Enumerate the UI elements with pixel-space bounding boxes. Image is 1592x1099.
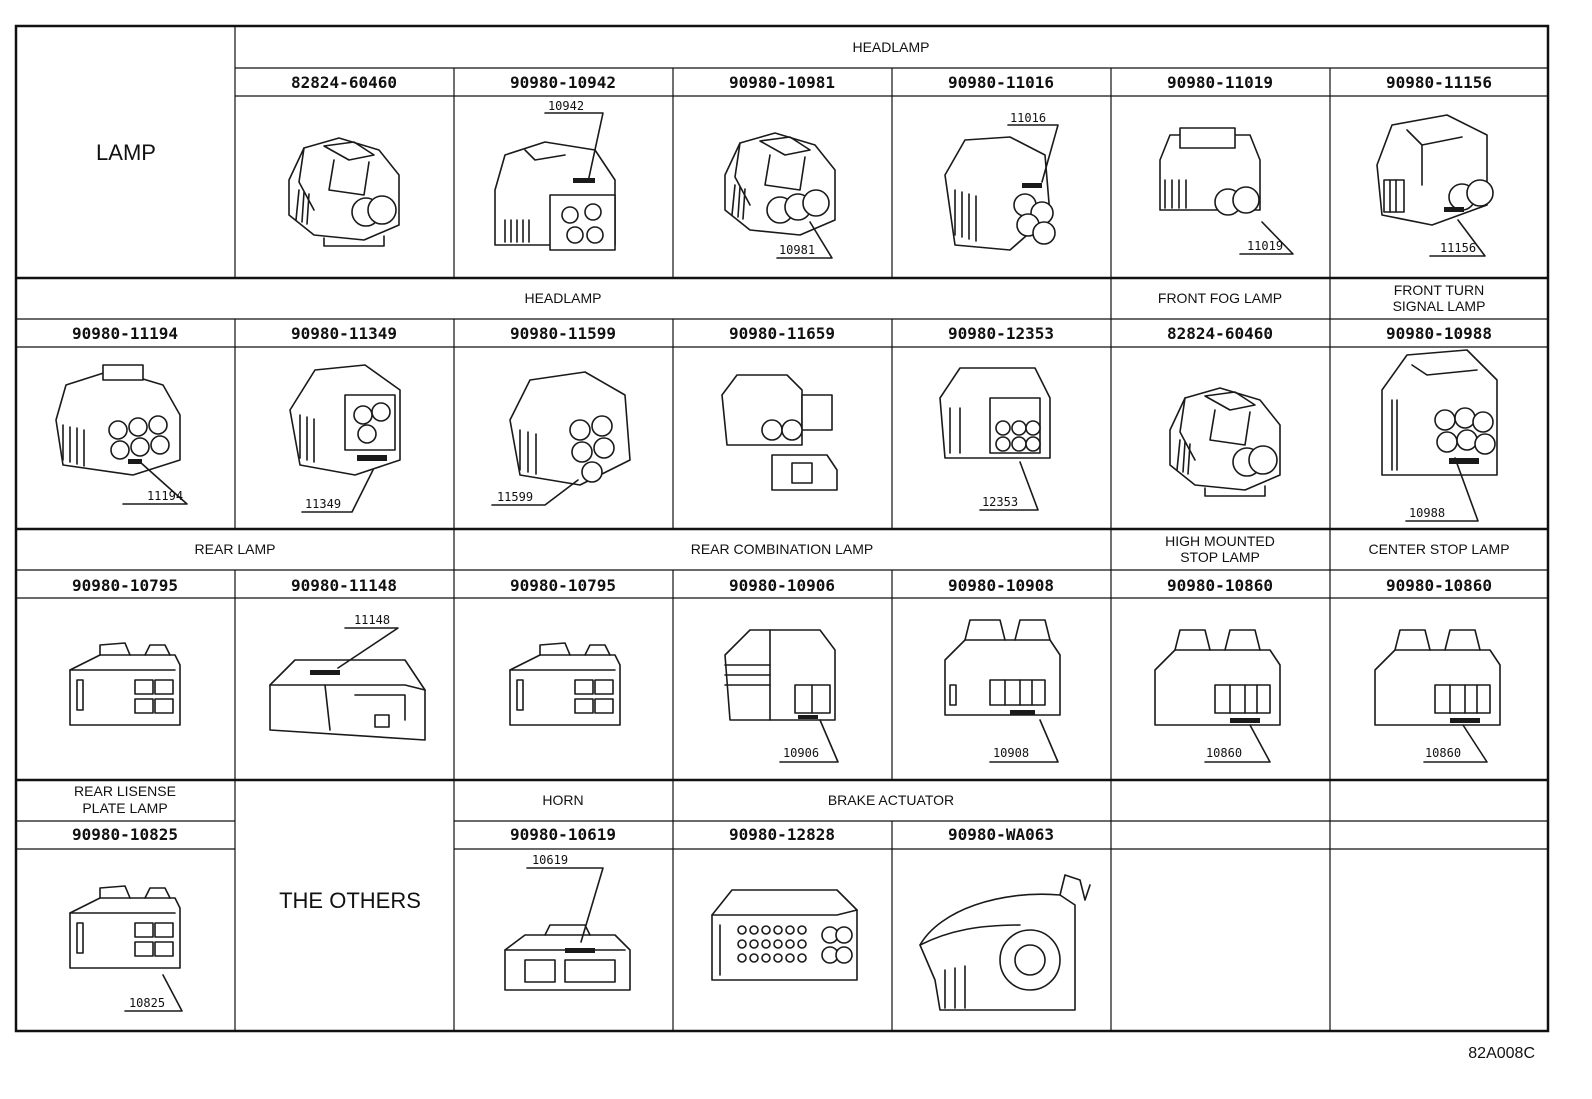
section-header-high-mounted-stop-lamp: STOP LAMP (1180, 549, 1260, 565)
section-header-brake-actuator: BRAKE ACTUATOR (828, 792, 954, 808)
section-header-rear-license-plate-lamp: PLATE LAMP (82, 800, 167, 816)
callout-label: 10942 (548, 99, 584, 113)
connector-drawing (919, 874, 1091, 1011)
connector-drawing (939, 367, 1051, 459)
part-number: 90980-11349 (291, 324, 397, 343)
connector-drawing (504, 924, 631, 991)
connector-drawing (1169, 387, 1281, 497)
part-number: 90980-10860 (1167, 576, 1273, 595)
part-number: 90980-10988 (1386, 324, 1492, 343)
part-number: 90980-11194 (72, 324, 178, 343)
part-number: 90980-10942 (510, 73, 616, 92)
section-header-headlamp: HEADLAMP (852, 39, 929, 55)
part-number: 90980-WA063 (948, 825, 1054, 844)
callout-label: 11016 (1010, 111, 1046, 125)
connector-drawing (288, 137, 400, 247)
connector-drawing (1159, 127, 1261, 216)
part-number: 90980-12353 (948, 324, 1054, 343)
part-number: 90980-10981 (729, 73, 835, 92)
connector-drawing (69, 642, 181, 726)
part-number: 90980-10825 (72, 825, 178, 844)
connector-drawing (1381, 349, 1498, 476)
part-number: 90980-10795 (72, 576, 178, 595)
connector-drawing (944, 136, 1056, 251)
section-header-front-turn-signal-lamp: FRONT TURN (1394, 282, 1484, 298)
section-header-center-stop-lamp: CENTER STOP LAMP (1368, 541, 1509, 557)
callout-label: 12353 (982, 495, 1018, 509)
connector-drawing (944, 619, 1061, 716)
part-number: 90980-12828 (729, 825, 835, 844)
section-header-horn: HORN (542, 792, 583, 808)
section-header-rear-lamp: REAR LAMP (195, 541, 276, 557)
part-number: 90980-11016 (948, 73, 1054, 92)
callout-label: 10988 (1409, 506, 1445, 520)
connector-drawing (1154, 629, 1281, 726)
connector-drawing (724, 132, 836, 236)
section-header-headlamp: HEADLAMP (524, 290, 601, 306)
callout-label: 10981 (779, 243, 815, 257)
part-number: 82824-60460 (1167, 324, 1273, 343)
connector-drawing (509, 642, 621, 726)
callout-label: 10908 (993, 746, 1029, 760)
connector-drawing (269, 659, 426, 741)
table-grid (14, 24, 1550, 1033)
part-number: 90980-10619 (510, 825, 616, 844)
callout-label: 11156 (1440, 241, 1476, 255)
part-number: 90980-11599 (510, 324, 616, 343)
category-lamp-label: LAMP (96, 140, 156, 165)
section-header-high-mounted-stop-lamp: HIGH MOUNTED (1165, 533, 1275, 549)
connector-drawing (494, 141, 616, 251)
callout-label: 10825 (129, 996, 165, 1010)
callout-label: 10619 (532, 853, 568, 867)
category-others-label: THE OTHERS (279, 888, 421, 913)
callout-label: 11148 (354, 613, 390, 627)
connector-drawing (721, 374, 838, 491)
connector-drawing (509, 371, 631, 486)
part-number: 90980-10906 (729, 576, 835, 595)
connector-drawing (289, 364, 401, 476)
callout-label: 11019 (1247, 239, 1283, 253)
part-number: 90980-10908 (948, 576, 1054, 595)
section-header-front-turn-signal-lamp: SIGNAL LAMP (1393, 298, 1486, 314)
part-number: 90980-10860 (1386, 576, 1492, 595)
connector-drawing (724, 629, 836, 721)
part-number: 90980-11148 (291, 576, 397, 595)
section-header-rear-combination-lamp: REAR COMBINATION LAMP (691, 541, 874, 557)
connector-drawing (711, 889, 858, 981)
callout-label: 10860 (1425, 746, 1461, 760)
connector-drawing (55, 364, 181, 476)
drawing-code: 82A008C (1468, 1045, 1535, 1062)
callout-leader (122, 112, 1488, 1012)
part-number: 90980-11156 (1386, 73, 1492, 92)
callout-label: 11599 (497, 490, 533, 504)
part-number: 82824-60460 (291, 73, 397, 92)
connector-drawing (69, 885, 181, 969)
part-number: 90980-11659 (729, 324, 835, 343)
connector-drawing (1374, 629, 1501, 726)
part-number: 90980-10795 (510, 576, 616, 595)
section-header-front-fog-lamp: FRONT FOG LAMP (1158, 290, 1282, 306)
part-number: 90980-11019 (1167, 73, 1273, 92)
connector-drawing (1376, 114, 1494, 226)
section-header-rear-license-plate-lamp: REAR LISENSE (74, 783, 176, 799)
callout-label: 11194 (147, 489, 183, 503)
callout-label: 10860 (1206, 746, 1242, 760)
callout-label: 10906 (783, 746, 819, 760)
callout-label: 11349 (305, 497, 341, 511)
